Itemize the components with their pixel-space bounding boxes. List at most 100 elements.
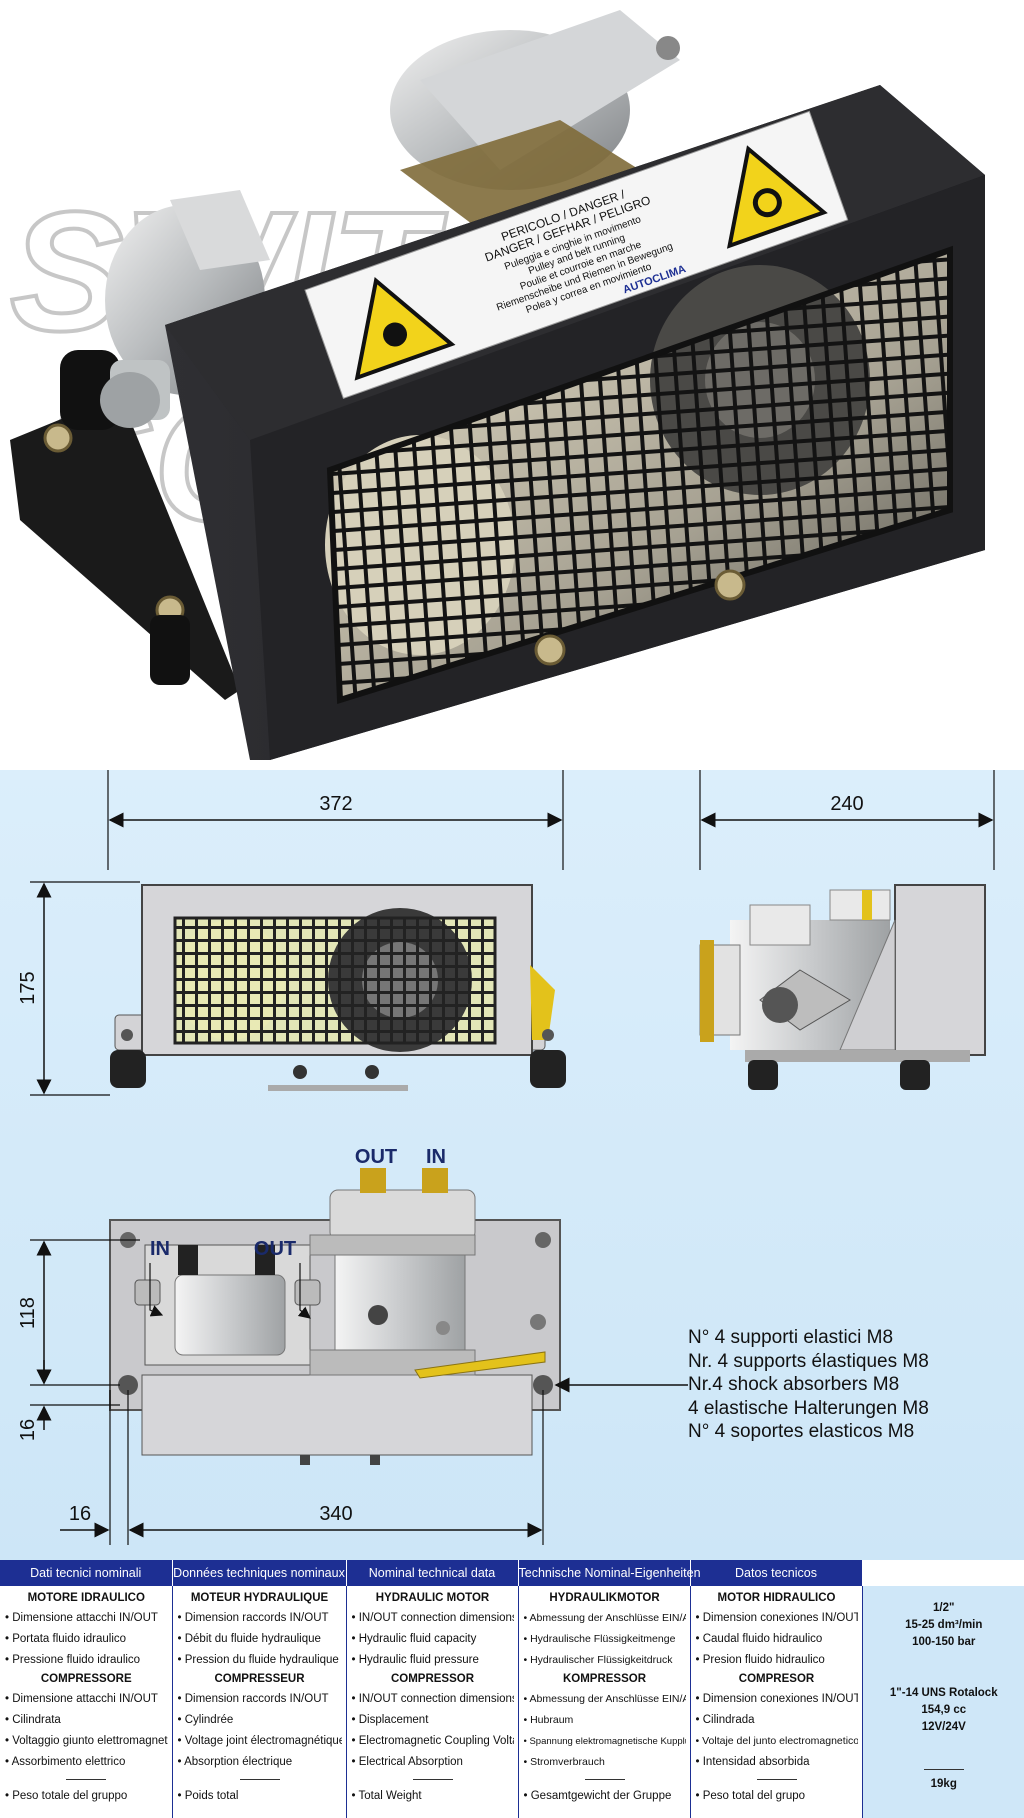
spec-col-fr: MOTEUR HYDRAULIQUE Dimension raccords IN…	[172, 1586, 347, 1818]
divider	[756, 1779, 797, 1780]
spec-row: Stromverbrauch	[524, 1752, 686, 1773]
mount-note: N° 4 supporti elastici M8 Nr. 4 supports…	[688, 1326, 929, 1444]
divider	[584, 1779, 625, 1780]
spec-col-en: HYDRAULIC MOTOR IN/OUT connection dimens…	[346, 1586, 519, 1818]
spec-row: Hydraulic fluid capacity	[352, 1629, 514, 1650]
side-view	[699, 884, 986, 1090]
spec-row: Voltaje del junto electromagnetico	[696, 1731, 857, 1752]
spec-row: Dimension conexiones IN/OUT	[696, 1608, 858, 1629]
spec-row: Electrical Absorption	[352, 1752, 514, 1773]
spec-row: Electromagnetic Coupling Voltage	[352, 1731, 514, 1752]
product-photo: SWIT SCHIL	[0, 0, 1024, 770]
spec-value: 1"-14 UNS Rotalock	[889, 1687, 998, 1699]
spec-header-es: Datos tecnicos	[690, 1560, 863, 1586]
mount-note-it: N° 4 supporti elastici M8	[688, 1327, 894, 1348]
spec-row: Débit du fluide hydraulique	[178, 1629, 342, 1650]
spec-group-motor: MOTOR HIDRAULICO	[717, 1592, 836, 1604]
spec-row: Abmessung der Anschlüsse EIN/AUS	[524, 1608, 686, 1629]
spec-row: Displacement	[352, 1710, 514, 1731]
spec-row: Cilindrata	[5, 1710, 168, 1731]
spec-row: Voltaggio giunto elettromagnetico	[5, 1731, 167, 1752]
spec-row: Absorption électrique	[178, 1752, 342, 1773]
spec-group-compressor: COMPRESSOR	[390, 1673, 475, 1685]
top-offset-v-dimension: 16	[17, 1419, 39, 1441]
spec-value	[868, 1736, 1021, 1753]
compressor	[390, 10, 680, 230]
spec-value-total: 19kg	[930, 1778, 957, 1790]
spec-header-row: Dati tecnici nominali Données techniques…	[0, 1560, 1024, 1586]
spec-row: Abmessung der Anschlüsse EIN/AUS	[524, 1689, 686, 1710]
spec-total: Gesamtgewicht der Gruppe	[524, 1786, 686, 1807]
spec-value: 100-150 bar	[912, 1636, 976, 1648]
spec-group-motor: MOTEUR HYDRAULIQUE	[190, 1592, 329, 1604]
spec-row: Hydraulische Flüssigkeitmenge	[524, 1629, 686, 1650]
top-view	[109, 1168, 561, 1465]
spec-row: Intensidad absorbida	[696, 1752, 858, 1773]
mount-note-de: 4 elastische Halterungen M8	[688, 1397, 929, 1419]
spec-row: Hydraulic fluid pressure	[352, 1650, 514, 1671]
spec-row: Pressione fluido idraulico	[5, 1650, 168, 1671]
spec-group-compressor: KOMPRESSOR	[562, 1673, 647, 1685]
spec-row: Dimensione attacchi IN/OUT	[5, 1689, 168, 1710]
spec-header-it: Dati tecnici nominali	[0, 1560, 173, 1586]
spec-table: Dati tecnici nominali Données techniques…	[0, 1560, 1024, 1818]
spec-value: 154,9 cc	[921, 1704, 967, 1716]
motor-out-label: OUT	[355, 1146, 397, 1168]
compressor-unit-illustration: SWIT SCHIL	[8, 10, 985, 760]
motor-in-label: IN	[426, 1146, 446, 1168]
spec-col-es: MOTOR HIDRAULICO Dimension conexiones IN…	[690, 1586, 863, 1818]
spec-row: Assorbimento elettrico	[5, 1752, 168, 1773]
front-height-dimension: 175	[17, 971, 39, 1004]
spec-total: Total Weight	[352, 1786, 514, 1807]
spec-group-compressor: COMPRESOR	[738, 1673, 815, 1685]
spec-group-motor: HYDRAULIKMOTOR	[549, 1592, 660, 1604]
front-width-dimension: 372	[319, 793, 352, 815]
spec-row: Hubraum	[524, 1710, 686, 1731]
spec-header-values	[862, 1560, 1024, 1586]
spec-row: Dimension conexiones IN/OUT	[696, 1689, 858, 1710]
spec-header-en: Nominal technical data	[346, 1560, 519, 1586]
spec-header-fr: Données techniques nominaux	[172, 1560, 347, 1586]
spec-total: Peso totale del gruppo	[5, 1786, 168, 1807]
mount-note-es: N° 4 soportes elasticos M8	[688, 1421, 915, 1442]
spec-row: Presion fluido hidraulico	[696, 1650, 858, 1671]
spec-row: Dimensione attacchi IN/OUT	[5, 1608, 168, 1629]
spec-col-de: HYDRAULIKMOTOR Abmessung der Anschlüsse …	[518, 1586, 691, 1818]
technical-drawing: 372 175 240	[0, 740, 1024, 1560]
spec-group-compressor: COMPRESSEUR	[214, 1673, 305, 1685]
top-height-dimension: 118	[17, 1297, 39, 1329]
hydraulic-motor	[100, 190, 270, 428]
dimension-views: 372 175 240	[17, 740, 995, 1545]
spec-total: Peso total del grupo	[696, 1786, 858, 1807]
spec-group-motor: MOTORE IDRAULICO	[27, 1592, 145, 1604]
pump-in-label: IN	[150, 1238, 170, 1260]
spec-group-compressor: COMPRESSORE	[40, 1673, 132, 1685]
mount-note-fr: Nr. 4 supports élastiques M8	[688, 1350, 929, 1372]
front-view	[110, 884, 566, 1091]
side-width-dimension: 240	[830, 793, 863, 815]
spec-row: Cilindrada	[696, 1710, 858, 1731]
pump-out-label: OUT	[254, 1238, 296, 1260]
divider	[239, 1779, 280, 1780]
spec-row: Dimension raccords IN/OUT	[178, 1608, 342, 1629]
divider	[412, 1779, 453, 1780]
spec-row: IN/OUT connection dimensions	[352, 1689, 514, 1710]
top-width-dimension: 340	[319, 1503, 352, 1525]
spec-body-row: MOTORE IDRAULICO Dimensione attacchi IN/…	[0, 1586, 1024, 1818]
spec-value: 12V/24V	[921, 1721, 966, 1733]
spec-total: Poids total	[178, 1786, 342, 1807]
spec-row: Cylindrée	[178, 1710, 342, 1731]
mount-note-en: Nr.4 shock absorbers M8	[688, 1374, 900, 1395]
spec-row: IN/OUT connection dimensions	[352, 1608, 514, 1629]
spec-row: Caudal fluido hidraulico	[696, 1629, 858, 1650]
divider	[66, 1779, 107, 1780]
spec-group-motor: HYDRAULIC MOTOR	[375, 1592, 490, 1604]
warning-label: PERICOLO / DANGER / DANGER / GEFHAR / PE…	[304, 110, 849, 400]
spec-value: 15-25 dm³/min	[905, 1619, 983, 1631]
spec-row: Dimension raccords IN/OUT	[178, 1689, 342, 1710]
spec-row: Voltage joint électromagnétique	[178, 1731, 342, 1752]
spec-header-de: Technische Nominal-Eigenheiten	[518, 1560, 701, 1586]
spec-row: Portata fluido idraulico	[5, 1629, 168, 1650]
spec-row: Hydraulischer Flüssigkeitdruck	[524, 1650, 686, 1671]
spec-row: Spannung elektromagnetische Kupplung	[524, 1731, 685, 1752]
